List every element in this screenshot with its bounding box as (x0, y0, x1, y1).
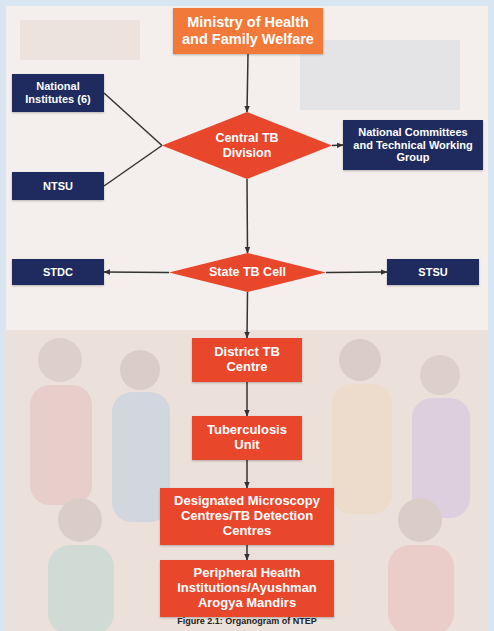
text-group: Designated Microscopy Centres/TB Detecti… (166, 494, 328, 539)
text-group: STSU (418, 266, 447, 279)
figure-caption: Figure 2.1: Organogram of NTEP (0, 616, 494, 626)
process-box: Designated Microscopy Centres/TB Detecti… (160, 488, 334, 545)
text-group: Peripheral Health Institutions/Ayushman … (166, 566, 328, 611)
connector-arrow (246, 460, 248, 488)
node-label: Central TB Division (205, 131, 289, 160)
node-label: National Committees and Technical Workin… (349, 126, 477, 164)
connector-arrow (104, 271, 169, 273)
text-group: Ministry of Health and Family Welfare (179, 14, 317, 47)
process-box: STDC (12, 259, 104, 285)
connector-arrow (326, 271, 387, 273)
text-group: National Committees and Technical Workin… (349, 126, 477, 164)
text-group: STDC (43, 266, 73, 279)
process-box: STSU (387, 259, 479, 285)
node-label: National Institutes (6) (18, 80, 98, 105)
connector-arrow (246, 545, 248, 560)
node-label: STDC (43, 266, 73, 279)
connector-arrow (247, 54, 248, 112)
text-group: Central TB Division (205, 131, 289, 160)
process-box: National Institutes (6) (12, 74, 104, 112)
process-box: Ministry of Health and Family Welfare (173, 8, 323, 54)
text-group: District TB Centre (198, 345, 296, 375)
process-box: NTSU (12, 172, 104, 200)
process-box: National Committees and Technical Workin… (343, 120, 483, 170)
node-label: NTSU (43, 180, 73, 193)
process-box: Tuberculosis Unit (192, 416, 302, 460)
text-group: NTSU (43, 180, 73, 193)
decision-diamond: State TB Cell (169, 253, 326, 292)
connector-arrow (104, 146, 162, 187)
process-box: District TB Centre (192, 338, 302, 382)
connector-arrow (104, 93, 162, 146)
connector-arrow (246, 382, 248, 416)
text-group: National Institutes (6) (18, 80, 98, 105)
connector-arrow (246, 292, 248, 338)
process-box: Peripheral Health Institutions/Ayushman … (160, 560, 334, 617)
text-group: Tuberculosis Unit (198, 423, 296, 453)
node-label: STSU (418, 266, 447, 279)
decision-diamond: Central TB Division (162, 112, 332, 179)
node-label: Designated Microscopy Centres/TB Detecti… (166, 494, 328, 539)
text-group: State TB Cell (209, 265, 286, 279)
node-label: State TB Cell (209, 265, 286, 279)
diamond-fill (169, 253, 326, 292)
connector-arrow (246, 179, 248, 253)
node-label: Ministry of Health and Family Welfare (179, 14, 317, 47)
diamond-fill (162, 112, 332, 179)
node-label: Peripheral Health Institutions/Ayushman … (166, 566, 328, 611)
node-label: Tuberculosis Unit (198, 423, 296, 453)
connector-arrow (332, 144, 343, 146)
node-label: District TB Centre (198, 345, 296, 375)
